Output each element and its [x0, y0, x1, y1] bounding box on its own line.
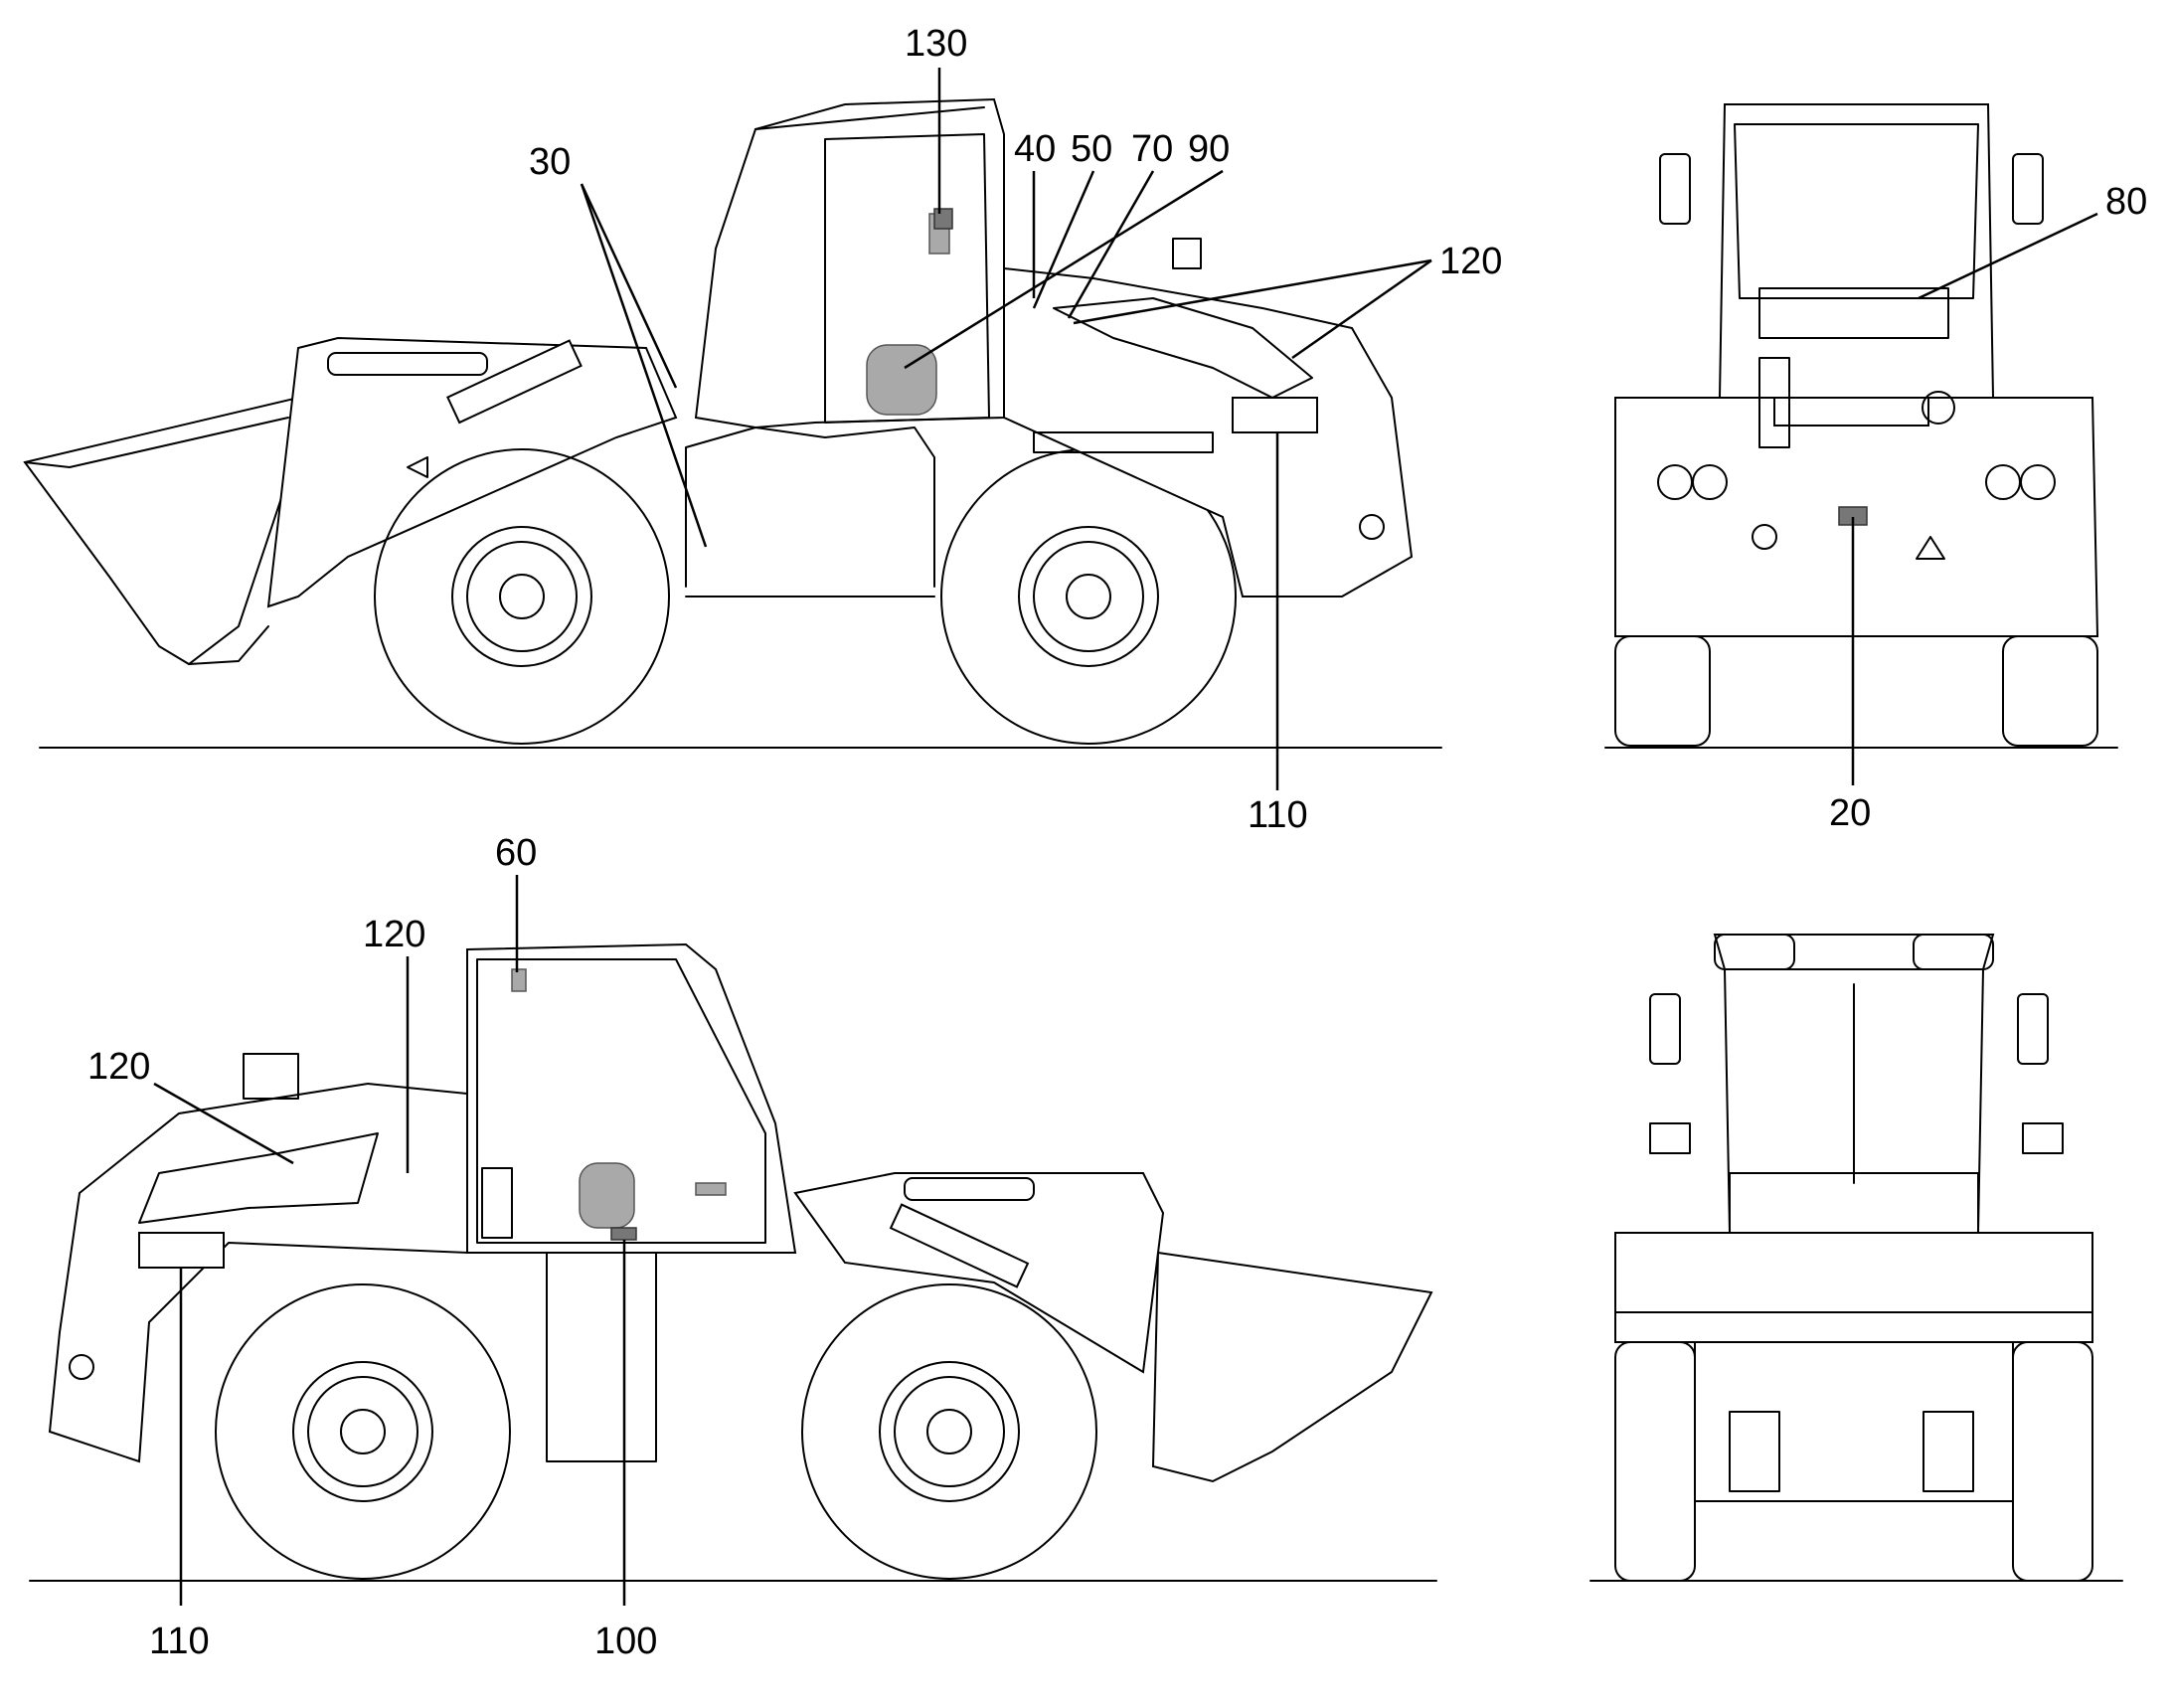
loader-left-side-view — [23, 97, 1442, 749]
front-roof — [1713, 934, 1995, 970]
cab-decal-130 — [933, 208, 953, 230]
beacon-right — [243, 1053, 299, 1100]
callout-80: 80 — [2105, 181, 2147, 223]
lift-cylinder — [327, 352, 488, 376]
callout-90: 90 — [1188, 128, 1230, 170]
hood-decal-110-right — [138, 1232, 225, 1269]
cab-decal-100 — [610, 1227, 637, 1241]
callout-100: 100 — [594, 1621, 657, 1662]
rear-right-wheel — [2002, 635, 2098, 747]
callout-110-top: 110 — [1248, 794, 1308, 836]
arm-decal-frame-right — [889, 1203, 1030, 1288]
callout-110-bottom: 110 — [149, 1621, 210, 1662]
callout-70: 70 — [1131, 128, 1173, 170]
rear-wheel-right — [215, 1283, 511, 1580]
callout-130: 130 — [905, 23, 967, 65]
callout-120-top: 120 — [1439, 241, 1502, 282]
hood-vent — [1053, 297, 1313, 399]
loader-arm-right — [793, 1172, 1165, 1374]
beacon — [1172, 238, 1202, 269]
callout-120-b2: 120 — [87, 1046, 150, 1088]
cab-decal-grid — [579, 1162, 635, 1229]
rear-cab — [1718, 103, 1995, 399]
hood-decal-110 — [1232, 397, 1318, 433]
arm-decal-frame — [446, 339, 583, 425]
rear-left-wheel — [1614, 635, 1711, 747]
lift-cylinder-right — [904, 1177, 1035, 1201]
front-bucket — [1614, 1232, 2093, 1343]
cab-decal-90 — [866, 344, 937, 416]
cab — [694, 97, 1005, 429]
callout-120-b1: 120 — [363, 914, 425, 955]
cab-right — [466, 942, 797, 1254]
top-left-callouts: 130 30 40 50 70 90 120 110 — [529, 23, 1502, 836]
front-left-wheel — [1614, 1341, 1696, 1582]
bucket-right — [1151, 1251, 1433, 1483]
chassis — [685, 427, 935, 588]
callout-40: 40 — [1014, 128, 1056, 170]
front-wheel-right — [801, 1283, 1097, 1580]
rear-plate — [1773, 397, 1929, 427]
hood-vent-right — [138, 1132, 379, 1224]
front-wheel — [374, 448, 670, 745]
front-right-wheel — [2012, 1341, 2093, 1582]
callout-50: 50 — [1071, 128, 1112, 170]
loader-rear-view — [1604, 103, 2118, 749]
bottom-left-callouts: 60 120 120 110 100 — [87, 832, 657, 1662]
step-box — [546, 1252, 657, 1462]
engine-hood-right — [48, 1082, 468, 1463]
callout-60: 60 — [495, 832, 537, 874]
loader-arm — [266, 336, 678, 608]
loader-right-side-view — [29, 942, 1437, 1582]
cab-decal-60 — [511, 968, 527, 992]
callout-20: 20 — [1829, 792, 1871, 834]
bucket — [23, 396, 310, 666]
loader-front-view — [1589, 934, 2123, 1582]
callout-30: 30 — [529, 141, 571, 183]
top-right-callouts: 80 20 — [1829, 181, 2147, 834]
